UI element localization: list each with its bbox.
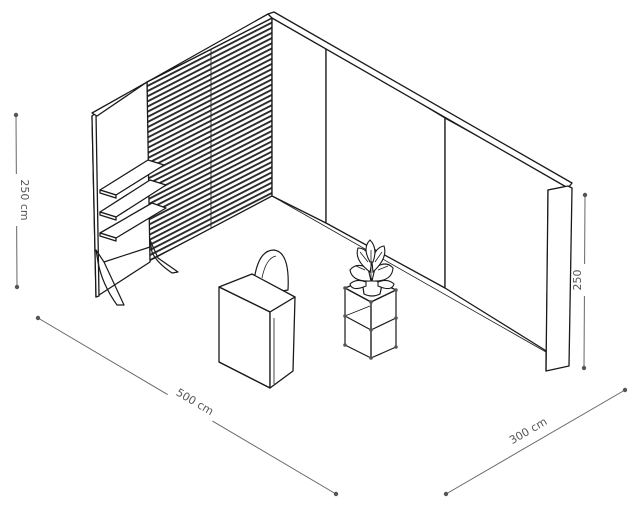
right-end-panel — [545, 185, 573, 372]
dimension-left-height: 250 cm — [9, 112, 31, 290]
booth-walls — [91, 11, 573, 372]
wall-shelves — [95, 159, 179, 306]
counter-with-chair — [218, 249, 296, 389]
floor-edges — [271, 195, 547, 353]
right-height-label: 250 — [571, 270, 584, 291]
right-wall-panel-1 — [271, 17, 327, 224]
dimension-right-height: 250 — [571, 192, 593, 371]
cube-shelf-with-plant — [343, 239, 398, 360]
plant-pot — [361, 279, 384, 297]
left-height-label: 250 cm — [18, 179, 31, 220]
slatwall-panel — [146, 16, 273, 264]
counter-side — [269, 296, 296, 389]
dimension-depth: 300 cm — [443, 387, 628, 497]
